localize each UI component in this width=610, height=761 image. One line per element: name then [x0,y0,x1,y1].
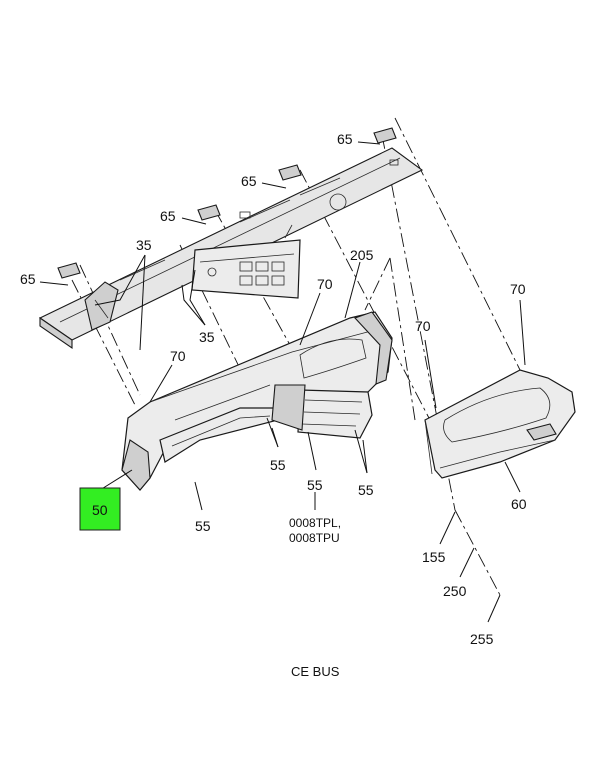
callout-65-left: 65 [20,271,36,287]
leader-lines [39,141,526,623]
callout-55-right: 55 [358,482,374,498]
callout-labels: 65 65 65 65 35 35 70 70 70 70 205 50 55 … [20,131,527,679]
callout-50: 50 [92,502,108,518]
callout-205: 205 [350,247,374,263]
diagram-caption: CE BUS [291,664,340,679]
callout-70-left: 70 [170,348,186,364]
callout-65-mid: 65 [160,208,176,224]
callout-155: 155 [422,549,446,565]
callout-35-lower: 35 [199,329,215,345]
left-mount-bracket [84,281,119,331]
center-instrument-bracket [191,224,301,299]
clip-fasteners [57,127,397,279]
callout-70-center: 70 [317,276,333,292]
callout-35-upper: 35 [136,237,152,253]
callout-70-right-mid: 70 [415,318,431,334]
part-note-line1: 0008TPL, [289,516,341,530]
callout-60: 60 [511,496,527,512]
part-note-line2: 0008TPU [289,531,340,545]
callout-65-upper: 65 [241,173,257,189]
highlight-box-50[interactable] [79,487,121,531]
callout-250: 250 [443,583,467,599]
callout-55-center-left: 55 [270,457,286,473]
callout-70-right: 70 [510,281,526,297]
callout-255: 255 [470,631,494,647]
main-dash-panel [121,311,393,491]
callout-55-left: 55 [195,518,211,534]
callout-65-top: 65 [337,131,353,147]
right-end-panel [424,369,576,479]
callout-55-center: 55 [307,477,323,493]
lower-trim-pieces [159,384,373,463]
